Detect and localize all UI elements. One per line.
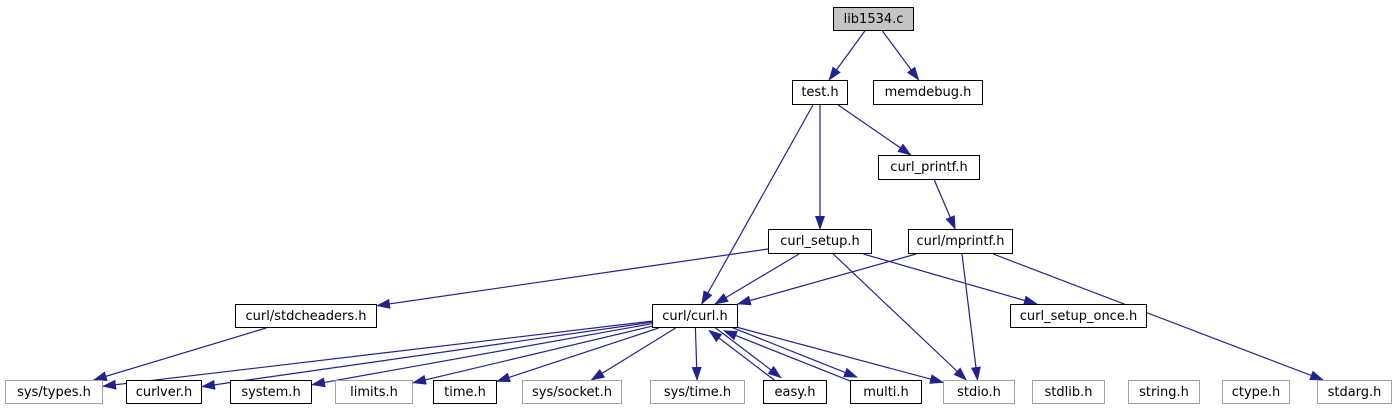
edge-curl-curl-h-to-sys-socket-h	[590, 327, 676, 381]
edge-curl-curl-h-to-multi-h	[726, 324, 858, 378]
graph-node-curl-mprintf-h[interactable]: curl/mprintf.h	[908, 229, 1013, 254]
graph-node-memdebug-h[interactable]: memdebug.h	[873, 80, 983, 105]
edge-curl-curl-h-to-sys-time-h	[691, 327, 702, 381]
graph-node-system-h[interactable]: system.h	[230, 380, 312, 404]
edge-curl-curl-h-to-stdio-h	[737, 326, 944, 384]
edge-curl-setup-h-to-curl-stdcheaders-h	[376, 248, 769, 309]
graph-node-stdio-h: stdio.h	[943, 380, 1015, 404]
graph-node-curl-printf-h[interactable]: curl_printf.h	[878, 155, 980, 180]
edge-multi-h-to-curl-curl-h	[723, 330, 855, 384]
edge-curl-curl-h-to-time-h	[496, 327, 659, 383]
edge-curl-setup-h-to-stdio-h	[832, 253, 968, 381]
graph-node-stdarg-h: stdarg.h	[1317, 380, 1392, 404]
edge-lib1534-c-to-test-h	[828, 30, 866, 81]
graph-node-lib1534-c[interactable]: lib1534.c	[833, 7, 914, 31]
graph-node-string-h: string.h	[1128, 380, 1200, 404]
edge-curl-setup-h-to-curl-curl-h	[714, 253, 800, 305]
graph-node-time-h[interactable]: time.h	[433, 380, 497, 404]
edge-curl-mprintf-h-to-curl-curl-h	[736, 253, 917, 306]
graph-node-limits-h: limits.h	[335, 380, 413, 404]
graph-node-multi-h[interactable]: multi.h	[850, 380, 922, 404]
graph-node-test-h[interactable]: test.h	[792, 80, 848, 105]
graph-node-sys-socket-h: sys/socket.h	[522, 380, 622, 404]
edge-curl-mprintf-h-to-stdarg-h	[992, 253, 1325, 381]
graph-node-curl-stdcheaders-h[interactable]: curl/stdcheaders.h	[235, 304, 377, 328]
edge-curl-curl-h-to-system-h	[311, 323, 653, 388]
edge-curl-curl-h-to-curlver-h	[201, 321, 653, 390]
edge-lib1534-c-to-memdebug-h	[881, 30, 920, 81]
edge-curl-setup-h-to-curl-setup-once-h	[863, 253, 1038, 306]
graph-node-stdlib-h: stdlib.h	[1032, 380, 1105, 404]
graph-node-curl-setup-once-h[interactable]: curl_setup_once.h	[1010, 304, 1147, 328]
graph-node-curl-curl-h[interactable]: curl/curl.h	[652, 304, 738, 328]
edge-curl-stdcheaders-h-to-sys-types-h	[92, 327, 267, 382]
edge-test-h-to-curl-curl-h	[701, 104, 814, 305]
graph-node-sys-types-h: sys/types.h	[5, 380, 103, 404]
graph-node-curl-setup-h[interactable]: curl_setup.h	[768, 229, 872, 254]
edge-curl-curl-h-to-sys-types-h	[102, 320, 653, 390]
graph-node-curlver-h[interactable]: curlver.h	[126, 380, 202, 404]
graph-node-ctype-h: ctype.h	[1222, 380, 1290, 404]
edge-curl-mprintf-h-to-stdio-h	[961, 253, 981, 381]
edge-test-h-to-curl-printf-h	[837, 104, 912, 156]
graph-node-sys-time-h: sys/time.h	[650, 380, 745, 404]
edge-curl-printf-h-to-curl-mprintf-h	[933, 179, 956, 230]
graph-node-easy-h[interactable]: easy.h	[763, 380, 827, 404]
edge-curl-curl-h-to-limits-h	[412, 325, 653, 385]
edge-easy-h-to-curl-curl-h	[708, 329, 778, 383]
